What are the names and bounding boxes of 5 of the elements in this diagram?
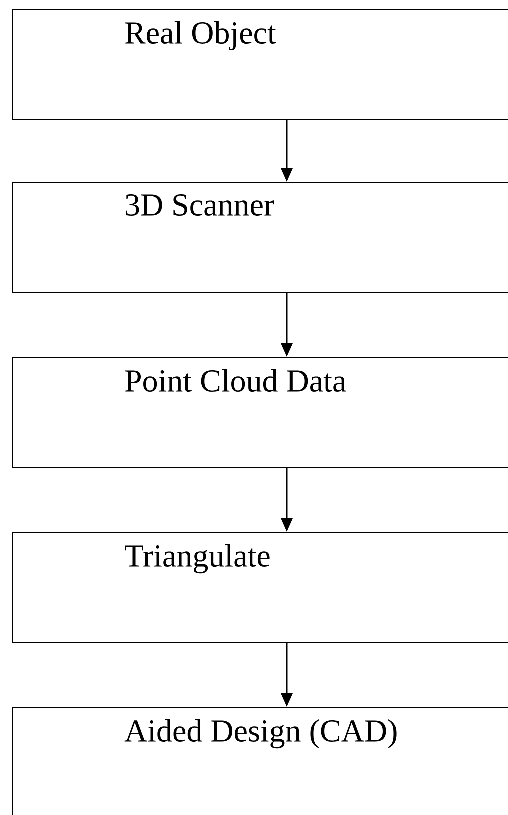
process-box: Triangulate	[12, 532, 508, 643]
process-box: 3D Scanner	[12, 182, 508, 293]
process-box: Real Object	[12, 9, 508, 120]
process-box: Point Cloud Data	[12, 357, 508, 468]
process-box: Aided Design (CAD)	[12, 707, 508, 815]
